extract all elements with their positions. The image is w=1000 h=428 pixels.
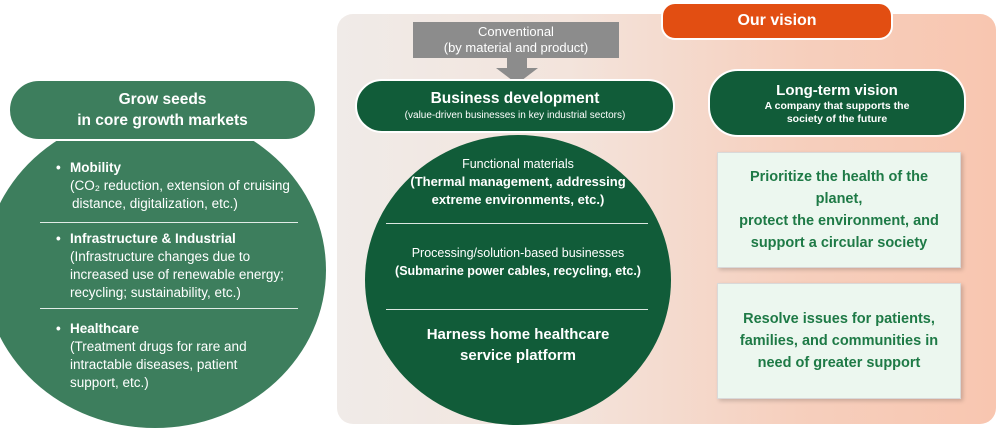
divider (386, 223, 648, 224)
section-line: Harness home healthcare (426, 326, 610, 343)
conventional-line2: (by material and product) (443, 40, 589, 55)
business-development-circle (365, 135, 671, 425)
long-term-vision-sub: society of the future (786, 112, 888, 125)
section-line: service platform (460, 347, 576, 364)
item-line: distance, digitalization, etc.) (72, 196, 238, 211)
divider (40, 222, 298, 223)
vision-box-patients: Resolve issues for patients, families, a… (717, 283, 961, 399)
down-arrow-icon (496, 58, 538, 84)
bullet-icon: • (56, 160, 61, 175)
vision-box-line: Resolve issues for patients, (743, 311, 935, 327)
vision-box-line: support a circular society (750, 235, 928, 251)
list-item-healthcare: • Healthcare (Treatment drugs for rare a… (56, 320, 316, 392)
bullet-icon: • (56, 321, 61, 336)
section-home-healthcare: Harness home healthcare service platform (380, 324, 656, 366)
item-line: intractable diseases, patient (70, 357, 238, 372)
conventional-line1: Conventional (478, 24, 554, 39)
item-line: recycling; sustainability, etc.) (70, 285, 241, 300)
vision-box-line: need of greater support (757, 355, 921, 371)
section-line: (Submarine power cables, recycling, etc.… (395, 264, 641, 278)
vision-box-line: planet, (815, 191, 863, 207)
grow-seeds-title: Grow seeds in core growth markets (8, 79, 317, 141)
item-title: Mobility (70, 160, 121, 175)
grow-seeds-line1: Grow seeds (118, 91, 207, 108)
conventional-box: Conventional (by material and product) (413, 22, 619, 58)
bullet-icon: • (56, 231, 61, 246)
core-markets-circle (0, 112, 326, 428)
vision-box-line: families, and communities in (739, 333, 939, 349)
grow-seeds-line2: in core growth markets (77, 112, 248, 129)
long-term-vision-title: Long-term vision A company that supports… (708, 69, 966, 137)
item-line: (Treatment drugs for rare and (70, 339, 247, 354)
section-functional-materials: Functional materials (Thermal management… (380, 156, 656, 209)
our-vision-badge: Our vision (661, 2, 893, 40)
item-line: support, etc.) (70, 375, 149, 390)
divider (40, 308, 298, 309)
business-development-subtitle: (value-driven businesses in key industri… (404, 110, 626, 121)
vision-box-line: Prioritize the health of the (749, 169, 929, 185)
long-term-vision-heading: Long-term vision (776, 81, 898, 99)
item-title: Healthcare (70, 321, 140, 336)
vision-box-planet: Prioritize the health of the planet, pro… (717, 152, 961, 268)
item-line: (Infrastructure changes due to (70, 249, 251, 264)
item-line: (CO₂ reduction, extension of cruising (70, 178, 290, 193)
item-line: increased use of renewable energy; (70, 267, 284, 282)
section-heading: Functional materials (462, 157, 574, 171)
divider (386, 309, 648, 310)
section-heading: Processing/solution-based businesses (411, 246, 625, 260)
vision-box-line: protect the environment, and (739, 213, 939, 229)
section-processing: Processing/solution-based businesses (Su… (370, 245, 666, 280)
business-development-heading: Business development (430, 90, 600, 107)
section-line: (Thermal management, addressing (410, 174, 626, 189)
list-item-mobility: • Mobility (CO₂ reduction, extension of … (56, 159, 316, 219)
business-development-title: Business development (value-driven busin… (355, 79, 675, 133)
long-term-vision-sub: A company that supports the (764, 99, 910, 112)
item-title: Infrastructure & Industrial (70, 231, 236, 246)
section-line: extreme environments, etc.) (431, 192, 605, 207)
list-item-infrastructure: • Infrastructure & Industrial (Infrastru… (56, 230, 326, 302)
